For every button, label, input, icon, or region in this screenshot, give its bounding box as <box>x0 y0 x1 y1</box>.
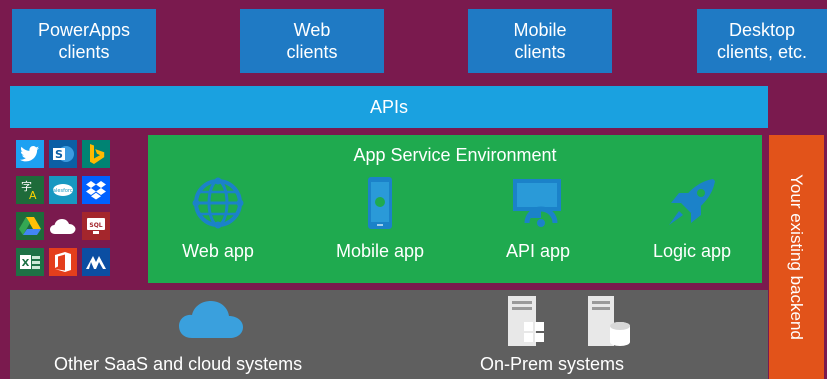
client-label-line1: Web <box>293 20 331 40</box>
twitter-icon <box>16 140 44 168</box>
client-label-line2: clients <box>514 42 566 62</box>
svg-text:字: 字 <box>21 179 32 193</box>
dynamics-icon <box>82 248 110 276</box>
dropbox-icon <box>82 176 110 204</box>
logic-app: Logic app <box>622 175 762 275</box>
client-label-line1: Desktop <box>728 20 796 40</box>
sql-server-icon: SQL <box>82 212 110 240</box>
cloud-icon <box>179 301 243 338</box>
api-app-label: API app <box>505 241 571 261</box>
api-monitor-icon <box>513 179 561 227</box>
client-label-line2: clients, etc. <box>716 42 808 62</box>
sharepoint-icon: S <box>49 140 77 168</box>
client-label-line2: clients <box>58 42 110 62</box>
ase-title: App Service Environment <box>353 145 557 165</box>
svg-text:salesforce: salesforce <box>51 188 75 194</box>
onedrive-icon <box>49 212 77 240</box>
svg-text:S: S <box>55 148 63 161</box>
saas-systems-label: Other SaaS and cloud systems <box>54 354 303 374</box>
rocket-icon <box>669 179 715 225</box>
svg-text:SQL: SQL <box>89 222 102 229</box>
salesforce-icon: salesforce <box>49 176 77 204</box>
google-drive-icon <box>16 212 44 240</box>
apis-bar: APIs <box>10 86 768 128</box>
office-icon <box>49 248 77 276</box>
mobile-app: Mobile app <box>310 175 450 275</box>
phone-icon <box>368 177 392 229</box>
backend-label: Your existing backend <box>787 174 806 340</box>
existing-backend-bar: Your existing backend <box>769 135 824 379</box>
svg-text:A: A <box>29 189 37 201</box>
globe-icon <box>192 177 244 229</box>
mobile-app-label: Mobile app <box>335 241 425 261</box>
external-systems-panel: Other SaaS and cloud systems On-Prem sys… <box>10 290 768 379</box>
svg-text:X: X <box>22 258 30 269</box>
api-app: API app <box>468 175 608 275</box>
web-app: Web app <box>148 175 288 275</box>
app-service-environment: App Service Environment Web app <box>148 135 762 283</box>
onprem-systems-label: On-Prem systems <box>480 354 625 374</box>
web-app-label: Web app <box>182 241 254 261</box>
logic-app-label: Logic app <box>652 241 732 261</box>
server-icon <box>508 296 630 346</box>
client-label-line1: PowerApps <box>37 20 131 40</box>
apis-label: APIs <box>369 96 408 117</box>
excel-icon: X <box>16 248 44 276</box>
client-label-line1: Mobile <box>513 20 567 40</box>
client-label-line2: clients <box>286 42 338 62</box>
bing-icon <box>82 140 110 168</box>
